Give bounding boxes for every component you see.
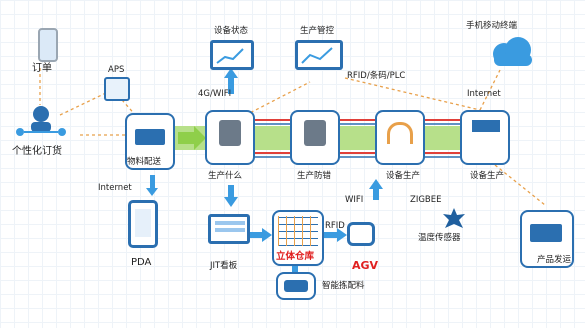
jit-board-label: JIT看板: [210, 261, 238, 271]
warehouse-label: 立体仓库: [276, 251, 315, 262]
device-production-1-label: 设备生产: [386, 171, 421, 181]
device-production-2-label: 设备生产: [470, 171, 505, 181]
product-shipping-label: 产品发运: [537, 255, 572, 265]
material-delivery-box: [125, 113, 175, 170]
phone-icon: [38, 28, 58, 62]
wifi-label: WIFI: [345, 195, 364, 205]
monitor-icon: [295, 40, 343, 70]
cloud-icon: [486, 36, 540, 68]
station-device-production-1: [375, 110, 425, 165]
personal-order-label: 个性化订货: [12, 146, 62, 157]
sensor-burst-icon: [443, 208, 465, 230]
rfid-label: RFID: [325, 221, 345, 231]
truck-icon: [530, 224, 562, 242]
agv-icon: [347, 222, 375, 246]
truck-icon: [135, 129, 165, 145]
agv-label: AGV: [352, 259, 379, 272]
order-label: 订单: [32, 63, 52, 74]
zigbee-label: ZIGBEE: [410, 195, 442, 205]
error-proof-label: 生产防错: [297, 171, 332, 181]
internet-right-label: Internet: [467, 89, 501, 99]
produce-what-label: 生产什么: [208, 171, 243, 181]
aps-label: APS: [108, 65, 125, 75]
product-shipping-box: [520, 210, 574, 268]
pda-icon: [128, 200, 158, 248]
machine-icon: [219, 120, 241, 146]
internet-left-label: Internet: [98, 183, 132, 193]
warehouse-box: [272, 210, 324, 266]
station-device-production-2: [460, 110, 510, 165]
pda-label: PDA: [131, 257, 152, 268]
blue-arrows: [146, 68, 383, 274]
shelves-icon: [278, 216, 318, 246]
production-control-label: 生产管控: [300, 26, 335, 36]
station-error-proof: [290, 110, 340, 165]
mobile-terminal-label: 手机移动终端: [466, 21, 518, 31]
user-network-icon: [14, 104, 68, 138]
green-arrow: [178, 126, 206, 150]
machine-icon: [304, 120, 326, 146]
robot-arm-icon: [387, 122, 413, 144]
smart-picking-label: 智能拣配料: [322, 281, 365, 291]
link-rfid-label: RFID/条码/PLC: [347, 71, 406, 81]
material-delivery-label: 物料配送: [127, 157, 162, 167]
conveyor-icon: [284, 280, 308, 292]
solar-panel-icon: [472, 120, 500, 132]
link-4g-wifi-label: 4G/WIFI: [198, 89, 232, 99]
jit-board-icon: [208, 214, 250, 244]
station-produce-what: [205, 110, 255, 165]
calendar-icon: [104, 77, 130, 101]
temp-sensor-label: 温度传感器: [418, 233, 461, 243]
device-status-label: 设备状态: [214, 26, 249, 36]
smart-picking-box: [276, 272, 316, 300]
monitor-icon: [210, 40, 254, 70]
